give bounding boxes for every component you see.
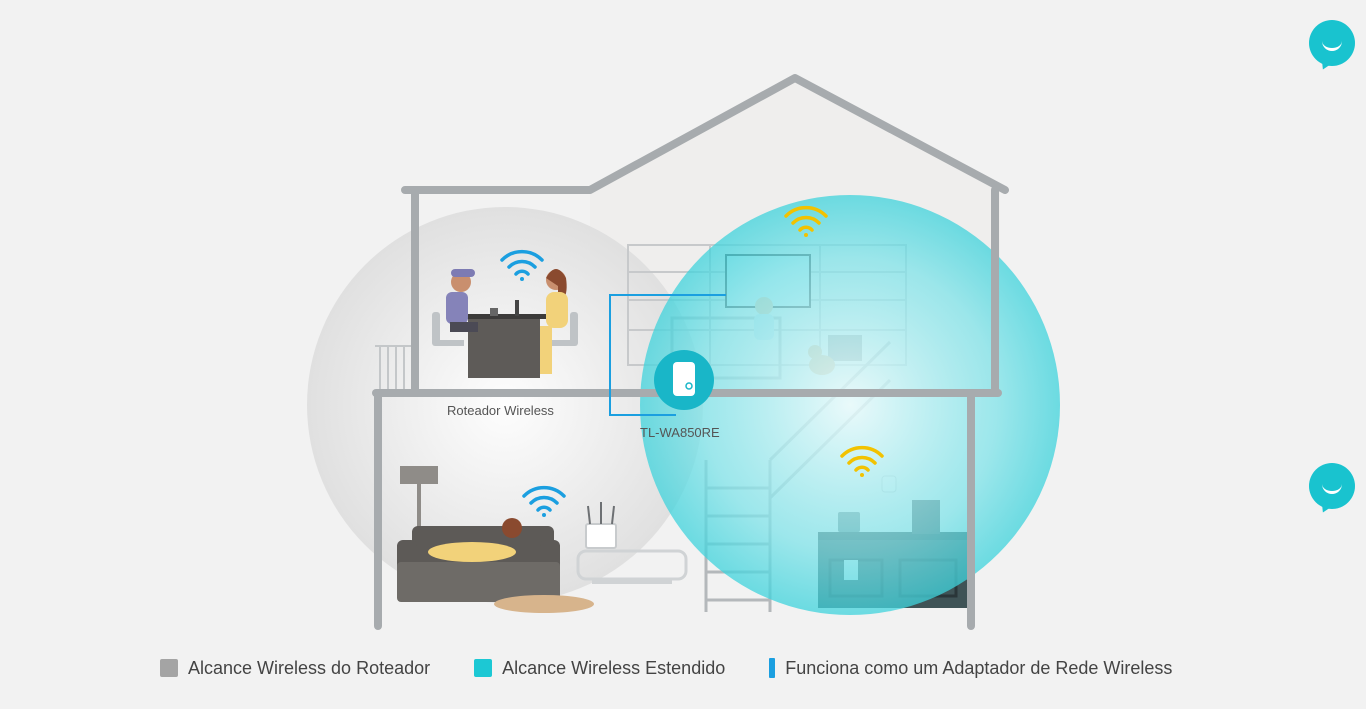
living-room-scene xyxy=(397,466,688,613)
legend-swatch xyxy=(160,659,178,677)
man-legs xyxy=(450,322,478,332)
adapter-connection-line xyxy=(609,294,726,416)
woman-hair xyxy=(546,269,567,298)
man-body xyxy=(446,292,468,324)
office-chair-left-seat xyxy=(436,340,464,346)
wifi-icon xyxy=(784,205,828,237)
legend: Alcance Wireless do Roteador Alcance Wir… xyxy=(160,656,1172,680)
legend-item-adapter: Funciona como um Adaptador de Rede Wirel… xyxy=(769,658,1172,679)
legend-swatch xyxy=(474,659,493,677)
coffee-cup xyxy=(490,308,498,316)
chat-bubble-icon[interactable] xyxy=(1309,463,1355,509)
office-chair-right xyxy=(570,312,578,346)
desk-top xyxy=(462,314,547,319)
woman-body xyxy=(546,292,568,328)
woman-legs xyxy=(540,326,552,374)
woman-lying-head xyxy=(502,518,522,538)
office-chair-right-seat xyxy=(546,340,574,346)
tv-stand-base xyxy=(592,578,672,584)
legend-swatch xyxy=(769,658,776,678)
wifi-icon xyxy=(522,485,566,517)
legend-item-router-range: Alcance Wireless do Roteador xyxy=(160,658,430,679)
router-icon xyxy=(585,502,617,549)
wifi-icon xyxy=(500,249,544,281)
legend-label: Alcance Wireless Estendido xyxy=(502,657,726,678)
extended-range-area xyxy=(640,195,1060,615)
router-label: Roteador Wireless xyxy=(447,403,554,418)
legend-label: Funciona como um Adaptador de Rede Wirel… xyxy=(785,657,1173,678)
office-chair-left xyxy=(432,312,440,346)
floor-lamp-shade xyxy=(400,466,438,484)
woman-lying-body xyxy=(428,542,516,562)
office-scene xyxy=(432,269,578,378)
laptop xyxy=(515,300,519,316)
range-extender-icon xyxy=(654,350,714,410)
man-cap xyxy=(451,269,475,277)
office-desk xyxy=(468,318,540,378)
legend-item-extended-range: Alcance Wireless Estendido xyxy=(474,658,725,679)
dog xyxy=(494,595,594,613)
legend-label: Alcance Wireless do Roteador xyxy=(188,657,431,678)
router-range-area xyxy=(307,207,703,603)
chat-bubble-icon[interactable] xyxy=(1309,20,1355,66)
sofa-seat xyxy=(397,562,560,602)
floor-lamp-pole xyxy=(417,484,421,536)
wifi-icon xyxy=(840,445,884,477)
extender-label: TL-WA850RE xyxy=(640,425,720,440)
